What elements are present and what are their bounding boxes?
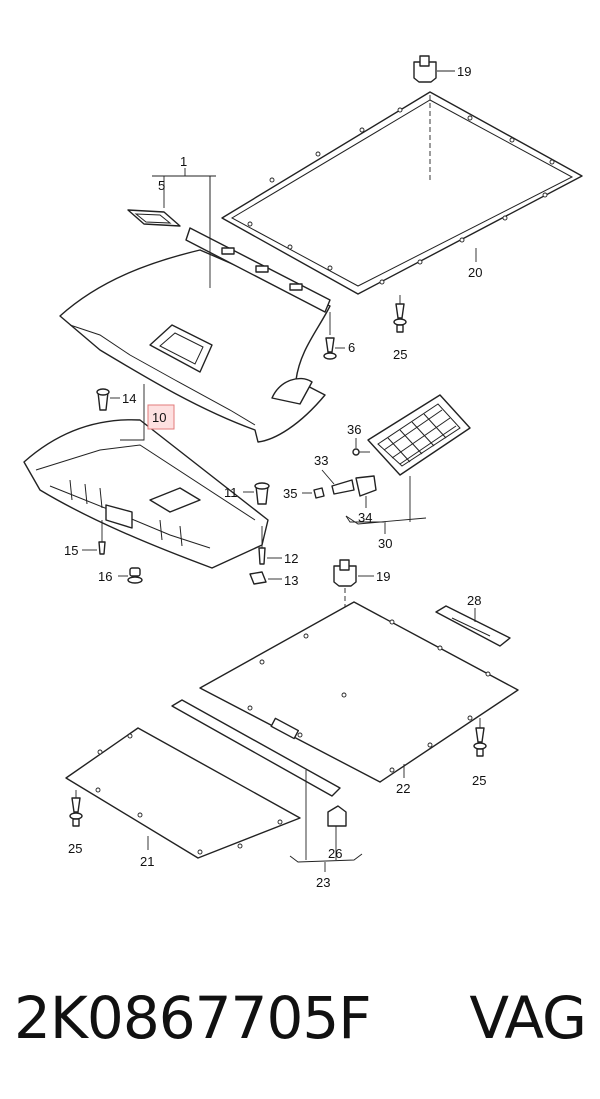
screw-12	[258, 526, 282, 565]
net-30	[367, 394, 471, 522]
callout-20: 20	[468, 265, 482, 280]
callout-10-highlight	[120, 384, 175, 441]
callout-6: 6	[348, 340, 355, 355]
callout-34: 34	[358, 510, 372, 525]
panel-22-holes	[247, 619, 491, 773]
fastener-25-left	[69, 790, 83, 827]
hook-33	[321, 469, 355, 495]
panel-22	[199, 601, 519, 783]
callout-21: 21	[140, 854, 154, 869]
callout-19-lower: 19	[376, 569, 390, 584]
panel-21	[65, 727, 301, 859]
callout-33: 33	[314, 453, 328, 468]
bracket-34	[355, 475, 377, 508]
panel-20	[221, 91, 583, 295]
screw-15	[82, 520, 106, 555]
tray-10-ribs	[69, 479, 183, 547]
callout-16: 16	[98, 569, 112, 584]
clip-19-top	[413, 55, 455, 83]
strip-23	[171, 699, 341, 797]
clip-11	[243, 482, 270, 505]
callout-35: 35	[283, 486, 297, 501]
headliner-1-slots	[221, 247, 303, 291]
screw-36	[352, 438, 370, 456]
net-30-mesh	[383, 409, 457, 465]
callout-25-right: 25	[472, 773, 486, 788]
callout-30: 30	[378, 536, 392, 551]
fastener-25-right	[473, 718, 487, 757]
tray-10	[23, 419, 269, 569]
part-number-caption: 2K0867705F VAG	[0, 968, 600, 1068]
rivet-14	[96, 388, 120, 411]
callout-23: 23	[316, 875, 330, 890]
callout-5: 5	[158, 178, 165, 193]
nut-13	[249, 571, 282, 585]
callout-14: 14	[122, 391, 136, 406]
screw-6	[323, 312, 345, 360]
callout-36: 36	[347, 422, 361, 437]
cap-16	[118, 567, 143, 584]
callout-1: 1	[180, 154, 187, 169]
callout-25-left: 25	[68, 841, 82, 856]
seal-5	[127, 209, 181, 227]
parts-diagram: 19 20 25 1 5 6	[23, 55, 583, 890]
headliner-1	[59, 227, 331, 443]
brand-label: VAG	[469, 984, 587, 1052]
nut-35	[302, 487, 325, 499]
callout-22: 22	[396, 781, 410, 796]
callout-26: 26	[328, 846, 342, 861]
callout-11: 11	[224, 485, 238, 500]
callout-12: 12	[284, 551, 298, 566]
callout-28: 28	[467, 593, 481, 608]
part-number: 2K0867705F	[14, 984, 372, 1052]
callout-13: 13	[284, 573, 298, 588]
callout-25-upper: 25	[393, 347, 407, 362]
fastener-25-upper	[393, 295, 407, 333]
clip-26	[327, 805, 347, 836]
panel-20-holes	[247, 107, 555, 285]
handle-28	[435, 605, 511, 647]
panel-21-holes	[95, 733, 283, 855]
callout-10: 10	[152, 410, 166, 425]
callout-19-top: 19	[457, 64, 471, 79]
callout-15: 15	[64, 543, 78, 558]
